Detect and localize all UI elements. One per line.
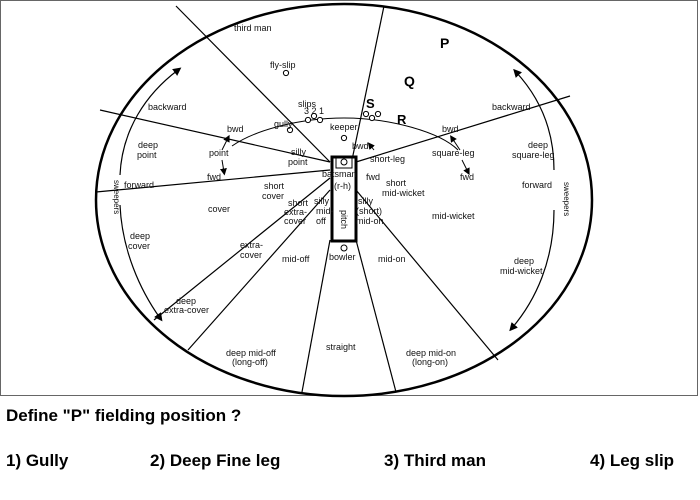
label-silly-mid-on-1: silly — [358, 196, 373, 206]
label-square-leg: square-leg — [432, 148, 475, 158]
label-cover: cover — [208, 204, 230, 214]
pitch-rect — [330, 155, 358, 243]
label-fwd-leg-top: fwd — [366, 172, 380, 182]
sector-lines — [95, 5, 571, 393]
option-2-deep-fine-leg[interactable]: 2) Deep Fine leg — [150, 451, 281, 470]
label-deep-square-leg-1: deep — [528, 140, 548, 150]
label-short-mid-wicket-1: short — [386, 178, 407, 188]
label-extra-cover-2: cover — [240, 250, 262, 260]
label-deep-point-1: deep — [138, 140, 158, 150]
boundary-ellipse — [94, 2, 594, 398]
short-arrows — [219, 134, 470, 176]
label-slip-numbers: 3 2 1 — [304, 106, 324, 116]
label-straight: straight — [326, 342, 356, 352]
sweeper-arrows — [119, 67, 555, 332]
label-bwd-leg: bwd — [442, 124, 459, 134]
label-deep-mid-wicket-1: deep — [514, 256, 534, 266]
marker-q: Q — [404, 73, 415, 89]
label-sweepers-right: sweepers — [562, 182, 571, 216]
batsman-crease — [335, 157, 353, 169]
marker-s: S — [366, 96, 375, 111]
label-bwd-off: bwd — [227, 124, 244, 134]
label-mid-on: mid-on — [378, 254, 406, 264]
option-4-leg-slip[interactable]: 4) Leg slip — [590, 451, 675, 470]
label-backward-off: backward — [148, 102, 187, 112]
label-slips: slips — [298, 99, 317, 109]
label-fwd-leg: fwd — [460, 172, 474, 182]
question-text: Define "P" fielding position ? — [6, 406, 242, 425]
label-bowler: bowler — [329, 252, 356, 262]
label-silly-mid-on-3: mid-on — [356, 216, 384, 226]
label-short-cover-1: short — [264, 181, 285, 191]
label-third-man: third man — [234, 23, 272, 33]
label-gully: gully — [274, 119, 293, 129]
label-deep-extra-cover-2: extra-cover — [164, 305, 209, 315]
label-mid-wicket: mid-wicket — [432, 211, 475, 221]
label-short-leg: short-leg — [370, 154, 405, 164]
label-silly-mid-on-2: (short) — [356, 206, 382, 216]
label-silly-mid-off-1: silly — [314, 196, 329, 206]
label-short-cover-2: cover — [262, 191, 284, 201]
cricket-field-svg: P Q S R third man fly-slip slips 3 2 1 g… — [94, 2, 594, 398]
label-deep-cover-2: cover — [128, 241, 150, 251]
label-extra-cover-1: extra- — [240, 240, 263, 250]
label-sweepers-left: sweepers — [112, 180, 121, 214]
label-pitch: pitch — [339, 210, 349, 229]
label-fly-slip: fly-slip — [270, 60, 296, 70]
label-silly-mid-off-3: off — [316, 216, 326, 226]
label-fwd-off: fwd — [207, 172, 221, 182]
marker-r: R — [397, 112, 407, 127]
option-3-third-man[interactable]: 3) Third man — [384, 451, 487, 470]
label-forward-off: forward — [124, 180, 154, 190]
label-backward-leg: backward — [492, 102, 531, 112]
fielder-circles — [282, 69, 382, 252]
label-deep-cover-1: deep — [130, 231, 150, 241]
label-short-extra-cover-1: short — [288, 198, 309, 208]
label-rh: (r-h) — [334, 181, 351, 191]
inner-ring — [231, 117, 459, 151]
option-1-gully[interactable]: 1) Gully — [6, 451, 69, 470]
label-deep-mid-on-1: deep mid-on — [406, 348, 456, 358]
label-short-extra-cover-2: extra- — [284, 207, 307, 217]
label-deep-point-2: point — [137, 150, 157, 160]
label-deep-mid-wicket-2: mid-wicket — [500, 266, 543, 276]
label-bwd-leg-top: bwd — [352, 141, 369, 151]
label-silly-point-2: point — [288, 157, 308, 167]
marker-p: P — [440, 35, 449, 51]
label-deep-extra-cover-1: deep — [176, 296, 196, 306]
label-silly-mid-off-2: mid- — [316, 206, 334, 216]
label-deep-square-leg-2: square-leg — [512, 150, 555, 160]
label-point: point — [209, 148, 229, 158]
label-batsman: batsman — [322, 169, 357, 179]
label-silly-point-1: silly — [291, 147, 306, 157]
label-deep-mid-off-1: deep mid-off — [226, 348, 276, 358]
label-deep-mid-off-2: (long-off) — [232, 357, 268, 367]
label-short-extra-cover-3: cover — [284, 216, 306, 226]
label-forward-leg: forward — [522, 180, 552, 190]
label-mid-off: mid-off — [282, 254, 310, 264]
label-keeper: keeper — [330, 122, 358, 132]
label-short-mid-wicket-2: mid-wicket — [382, 188, 425, 198]
label-deep-mid-on-2: (long-on) — [412, 357, 448, 367]
